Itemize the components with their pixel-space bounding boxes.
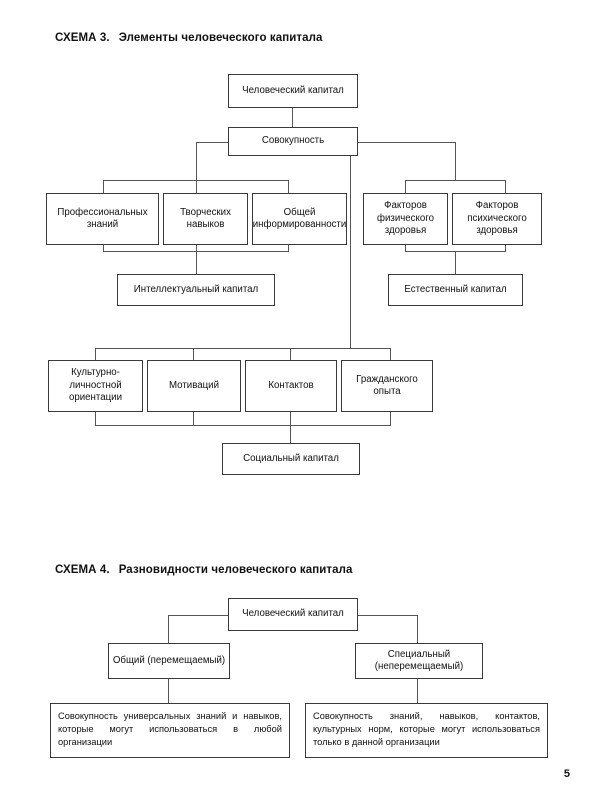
scheme3-title: СХЕМА 3. Элементы человеческого капитала: [55, 32, 323, 44]
scheme4-title: СХЕМА 4. Разновидности человеческого капи…: [55, 564, 353, 576]
scheme4-right-description-box: Совокупность знаний, навыков, контактов,…: [305, 703, 548, 758]
scheme3-bottom-box-4: Гражданского опыта: [341, 360, 433, 412]
scheme4-number: СХЕМА 4.: [55, 564, 110, 576]
page-number: 5: [563, 768, 570, 780]
scheme3-left-box-2: Творческих навыков: [163, 193, 248, 245]
scheme3-bottom-box-1: Культурно-личностной ориентации: [48, 360, 143, 412]
connector-bottom-collect-up-2: [193, 412, 195, 426]
connector-left-collect-up-1: [103, 245, 105, 252]
connector-left-branch-drop-2: [196, 180, 198, 194]
connector-left-branch-drop-1: [103, 180, 105, 194]
connector-right-collect-up-2: [505, 245, 507, 252]
connector-bottom-collect-bar: [95, 425, 391, 427]
connector-right-branch-drop-1: [405, 180, 407, 194]
scheme3-number: СХЕМА 3.: [55, 32, 110, 44]
scheme3-right-box-2: Факторов психического здоровья: [452, 193, 542, 245]
scheme3-bottom-result-box: Социальный капитал: [222, 443, 360, 475]
connector-subroot-right-drop: [455, 142, 457, 181]
connector-s4-left-to-desc: [168, 679, 170, 704]
connector-right-collect-up-1: [405, 245, 407, 252]
scheme4-root-box: Человеческий капитал: [228, 598, 358, 631]
connector-left-collect-up-3: [288, 245, 290, 252]
connector-left-branch-drop-3: [288, 180, 290, 194]
connector-subroot-left-drop: [196, 142, 198, 181]
connector-bottom-collect-drop: [290, 425, 292, 444]
connector-bottom-branch-drop-2: [193, 348, 195, 361]
connector-s4-left-stub: [168, 615, 229, 617]
scheme3-bottom-box-2: Мотиваций: [147, 360, 241, 412]
connector-subroot-bottom-spine: [350, 156, 352, 349]
scheme4-title-text: Разновидности человеческого капитала: [118, 564, 353, 576]
connector-subroot-left-stub: [196, 142, 229, 144]
scheme3-subroot-box: Совокупность: [228, 127, 358, 156]
scheme3-right-box-1: Факторов физического здоровья: [363, 193, 448, 245]
scheme3-title-text: Элементы человеческого капитала: [118, 32, 323, 44]
scheme4-left-description-box: Совокупность универсальных знаний и навы…: [50, 703, 290, 758]
scheme3-left-box-1: Профессиональных знаний: [46, 193, 159, 245]
connector-bottom-branch-bar: [95, 348, 391, 350]
scheme3-left-box-3: Общей информированности: [252, 193, 347, 245]
scheme4-left-type-box: Общий (перемещаемый): [108, 643, 230, 679]
connector-s4-right-to-desc: [417, 679, 419, 704]
connector-left-collect-drop: [196, 251, 198, 275]
connector-s4-left-drop: [168, 615, 170, 644]
scheme3-left-result-box: Интеллектуальный капитал: [117, 274, 275, 306]
connector-bottom-collect-up-4: [390, 412, 392, 426]
scheme3-right-result-box: Естественный капитал: [388, 274, 523, 306]
connector-left-collect-up-2: [196, 245, 198, 252]
connector-right-branch-bar: [405, 180, 506, 182]
connector-bottom-branch-drop-3: [290, 348, 292, 361]
connector-right-collect-drop: [455, 251, 457, 275]
scheme4-right-type-box: Специальный (неперемещаемый): [355, 643, 483, 679]
connector-subroot-right-stub: [357, 142, 456, 144]
scheme3-root-box: Человеческий капитал: [228, 74, 358, 108]
connector-bottom-branch-drop-1: [95, 348, 97, 361]
connector-bottom-branch-drop-4: [390, 348, 392, 361]
connector-right-branch-drop-2: [505, 180, 507, 194]
connector-root-to-subroot: [292, 108, 294, 127]
connector-bottom-collect-up-3: [290, 412, 292, 426]
connector-bottom-collect-up-1: [95, 412, 97, 426]
connector-s4-right-stub: [357, 615, 418, 617]
connector-s4-right-drop: [417, 615, 419, 644]
scheme3-bottom-box-3: Контактов: [245, 360, 337, 412]
